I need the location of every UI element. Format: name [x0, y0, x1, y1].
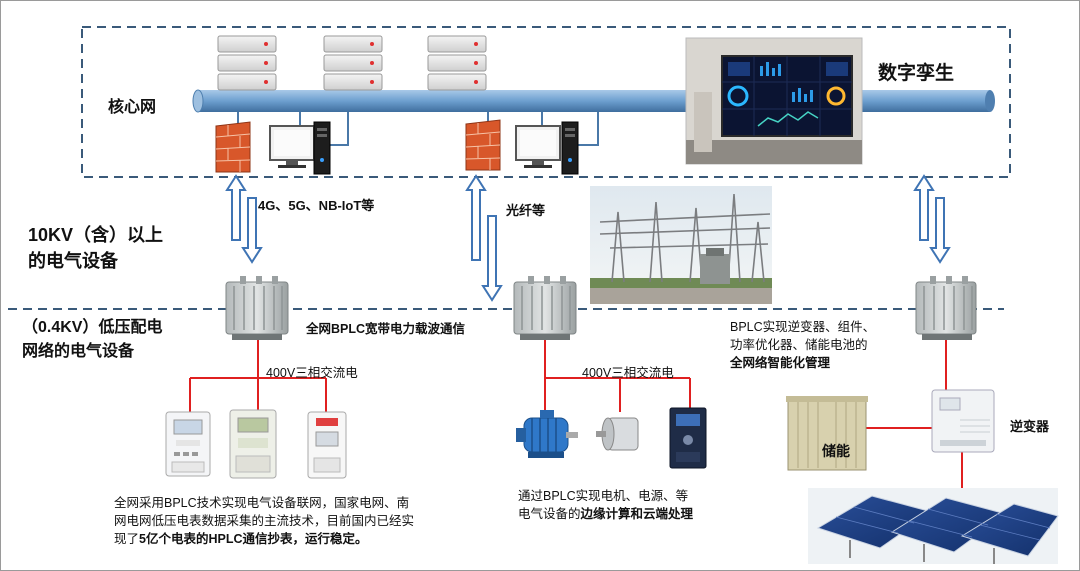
ac-power-label-mid: 400V三相交流电	[582, 366, 674, 380]
digital-twin-control-room-image	[685, 37, 863, 165]
transformer-left	[225, 276, 289, 340]
monitor-icon-mid	[515, 125, 561, 168]
solar-panel-array	[808, 488, 1059, 564]
transformer-right	[915, 276, 977, 340]
solar-inverter	[931, 389, 995, 453]
core-network-label: 核心网	[108, 99, 157, 116]
right-desc-line-3: 全网络智能化管理	[730, 356, 831, 370]
inverter-label: 逆变器	[1010, 419, 1050, 434]
energy-storage-container	[786, 396, 868, 471]
mid-desc-line-2: 电气设备的边缘计算和云端处理	[518, 505, 758, 523]
server-2	[323, 35, 383, 91]
right-desc-line-1: BPLC实现逆变器、组件、	[730, 320, 876, 334]
mid-description: 通过BPLC实现电机、电源、等 电气设备的边缘计算和云端处理	[518, 487, 758, 523]
low-voltage-label: （0.4KV）低压配电 网络的电气设备	[22, 316, 162, 364]
core-network-pipe	[192, 89, 995, 113]
servo-motor-icon	[596, 417, 639, 451]
electric-motor-icon	[516, 410, 578, 458]
firewall-icon-mid	[465, 119, 501, 171]
digital-twin-label: 数字孪生	[878, 63, 955, 84]
storage-label: 储能	[822, 443, 850, 459]
right-desc-line-2: 功率优化器、储能电池的	[730, 338, 868, 352]
electric-meter-2	[229, 409, 277, 479]
fiber-link-label: 光纤等	[506, 203, 546, 218]
left-desc-line-3: 现了5亿个电表的HPLC通信抄表，运行稳定。	[114, 530, 474, 548]
power-lines	[189, 340, 963, 488]
pc-tower-icon-mid	[561, 121, 579, 175]
high-voltage-line-2: 的电气设备	[28, 251, 118, 271]
bplc-network-label: 全网BPLC宽带电力载波通信	[306, 322, 466, 336]
mid-desc-line-2-prefix: 电气设备的	[518, 507, 581, 521]
high-voltage-label: 10KV（含）以上 的电气设备	[28, 222, 163, 274]
left-description: 全网采用BPLC技术实现电气设备联网，国家电网、南 网电网低压电表数据采集的主流…	[114, 494, 474, 548]
double-arrow-left	[225, 174, 263, 264]
low-voltage-line-1: （0.4KV）低压配电	[22, 319, 163, 336]
server-1	[217, 35, 277, 91]
left-desc-line-2: 网电网低压电表数据采集的主流技术，目前国内已经实	[114, 514, 415, 528]
wireless-link-label: 4G、5G、NB-IoT等	[258, 198, 375, 213]
high-voltage-line-1: 10KV（含）以上	[28, 225, 164, 245]
double-arrow-right	[913, 174, 951, 264]
substation-image	[590, 186, 772, 304]
monitor-icon-left	[269, 125, 315, 168]
transformer-mid	[513, 276, 577, 340]
mid-desc-line-1: 通过BPLC实现电机、电源、等	[518, 489, 689, 503]
left-desc-line-1: 全网采用BPLC技术实现电气设备联网，国家电网、南	[114, 496, 410, 510]
mid-desc-line-2-bold: 边缘计算和云端处理	[580, 507, 694, 521]
double-arrow-mid	[465, 174, 503, 302]
pc-tower-icon-left	[313, 121, 331, 175]
left-desc-line-3-prefix: 现了	[114, 532, 140, 546]
frequency-inverter-icon	[669, 407, 707, 469]
firewall-icon-left	[215, 121, 251, 173]
left-desc-line-3-bold: 5亿个电表的HPLC通信抄表，运行稳定。	[139, 532, 368, 546]
right-description: BPLC实现逆变器、组件、 功率优化器、储能电池的 全网络智能化管理	[730, 318, 920, 372]
electric-meter-3	[307, 411, 347, 479]
electric-meter-1	[165, 411, 211, 477]
server-3	[427, 35, 487, 91]
device-links	[237, 112, 599, 146]
low-voltage-line-2: 网络的电气设备	[22, 343, 135, 360]
ac-power-label-left: 400V三相交流电	[266, 366, 358, 380]
